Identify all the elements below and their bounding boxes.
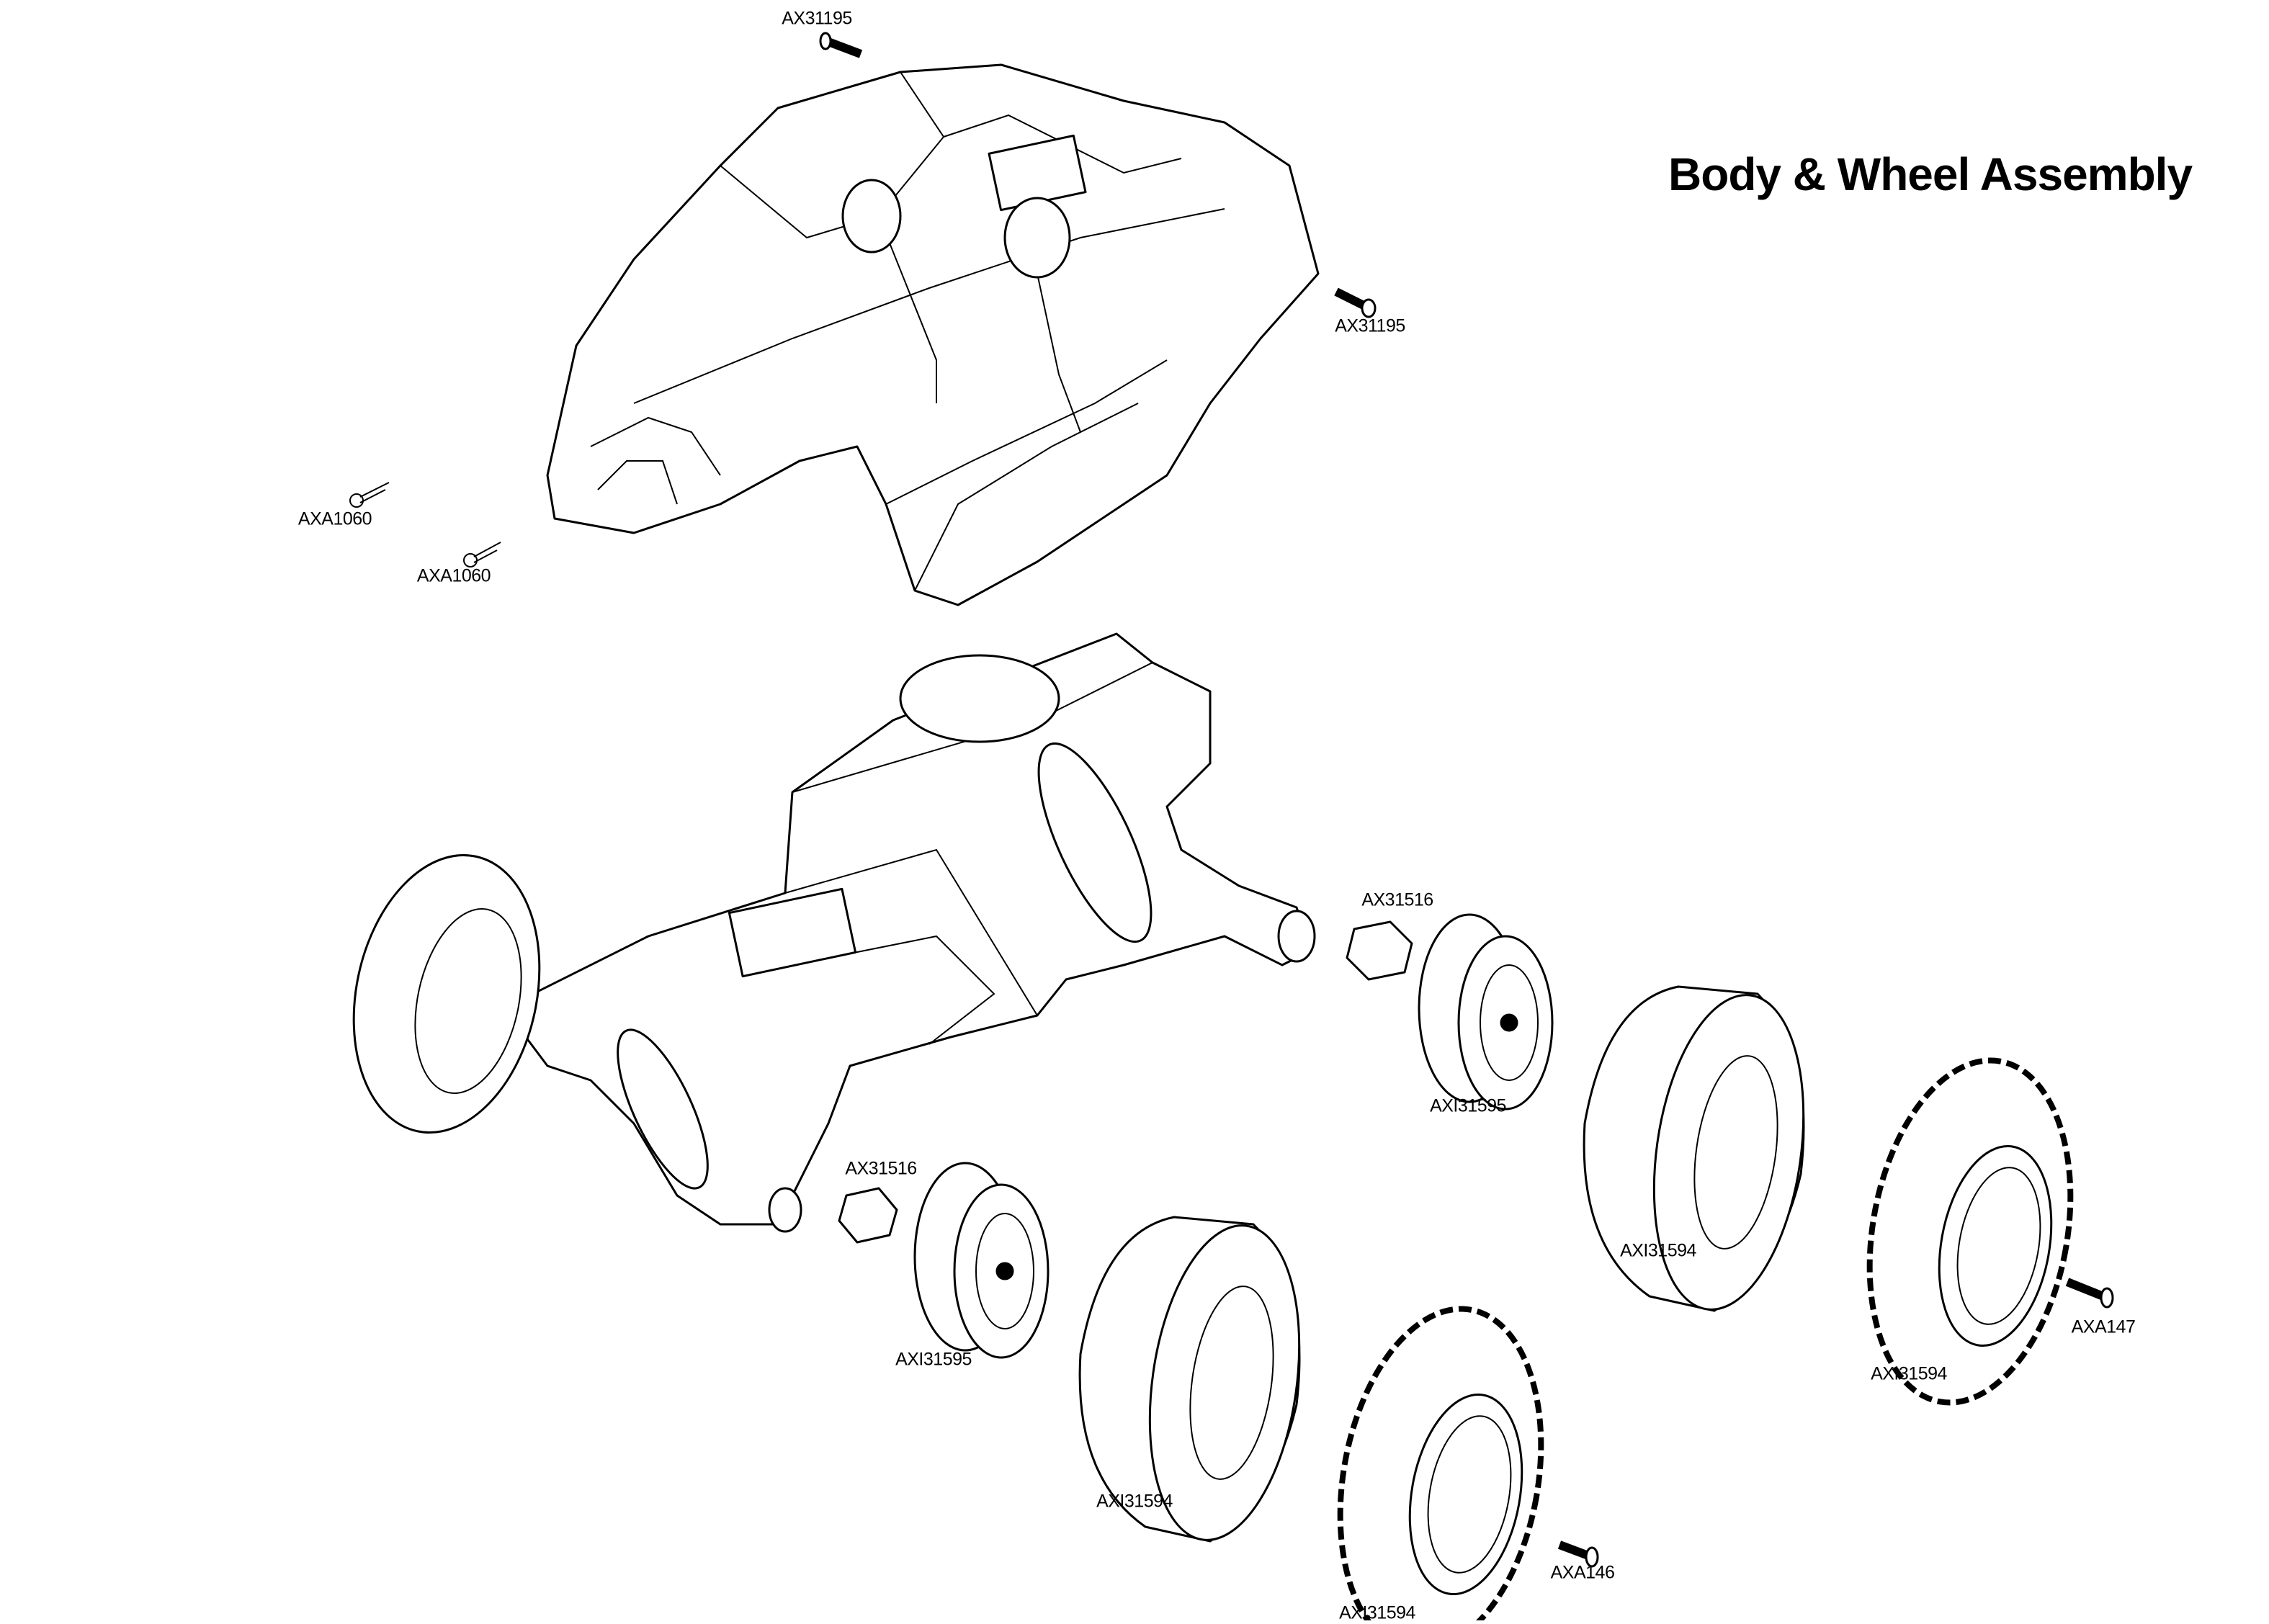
part-label: AXI31594 [1871, 1363, 1947, 1384]
part-label: AX31195 [782, 8, 852, 29]
part-label: AXI31595 [895, 1349, 972, 1370]
part-label: AXA1060 [297, 508, 372, 529]
tire-left [1337, 1306, 1544, 1620]
hex-hub-left [838, 1187, 898, 1244]
part-label: AXI31594 [1620, 1240, 1696, 1261]
screw-icon [1334, 287, 1377, 318]
part-label: AXA147 [2071, 1316, 2136, 1337]
part-label: AXI31594 [1339, 1602, 1415, 1623]
tire-right [1866, 1057, 2074, 1406]
page-title: Body & Wheel Assembly [1668, 148, 2193, 200]
part-label: AX31195 [1335, 315, 1405, 336]
screw-icon [819, 32, 863, 58]
part-label: AXA1060 [416, 565, 491, 586]
part-label: AXA146 [1550, 1562, 1615, 1583]
part-label: AXI31595 [1430, 1095, 1506, 1116]
body-clip-icon [349, 482, 390, 508]
part-label: AXI31594 [1096, 1491, 1173, 1512]
part-label: AX31516 [845, 1158, 917, 1179]
foam-insert-right [1583, 985, 1805, 1312]
part-label: AX31516 [1361, 889, 1433, 910]
foam-insert-left [1078, 1216, 1301, 1543]
screw-icon [2065, 1278, 2114, 1309]
chassis [352, 632, 1316, 1233]
wheel-left [913, 1162, 1050, 1359]
screw-icon [1557, 1540, 1599, 1568]
hex-hub-right [1346, 920, 1413, 981]
body-clip-icon [463, 542, 501, 567]
body-shell [546, 63, 1320, 606]
wheel-right [1418, 913, 1554, 1111]
